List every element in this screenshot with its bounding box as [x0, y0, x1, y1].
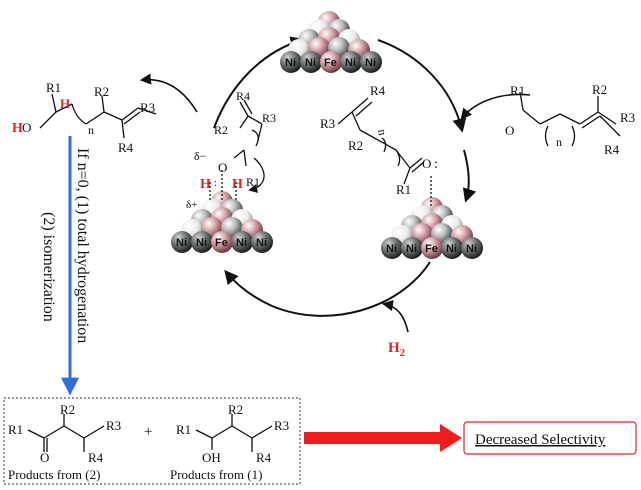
cycle-arrow-bottom [224, 261, 431, 317]
label-r4: R4 [88, 450, 104, 465]
label-r2: R2 [214, 123, 228, 137]
label-o: O [505, 123, 514, 138]
result-label: Decreased Selectivity [475, 432, 606, 448]
substrate-molecule [519, 91, 621, 147]
h2-main: H [388, 340, 400, 356]
atom-ni: Ni [196, 237, 207, 249]
result-box [463, 421, 637, 455]
label-o: O [40, 450, 49, 465]
condition-text-2: (2) isomerization [40, 212, 57, 322]
label-r3: R3 [274, 418, 289, 433]
product-alcohol-labels: R1 OH R2 R3 R4 Products from (1) [170, 402, 289, 482]
atom-ni: Ni [466, 243, 477, 255]
hydrogen-c: H [60, 96, 70, 111]
product-ketone-labels: R1 O R2 R3 R4 Products from (2) [8, 402, 121, 482]
h2-subscript: 2 [400, 347, 406, 359]
red-arrow-head [440, 424, 462, 452]
atom-fe: Fe [425, 243, 438, 255]
alcohol-product-labels: H O R1 H n R2 R3 R4 [12, 80, 155, 155]
label-r4: R4 [118, 140, 134, 155]
hydrogen-oh: H [12, 121, 23, 136]
intermediate [209, 99, 265, 200]
condition-text-1: If n=0, (1) total hydrogenation [74, 148, 91, 343]
atom-ni-3: Ni [345, 57, 356, 69]
products-from-2: Products from (2) [8, 467, 100, 482]
cycle-arrow-top-right [377, 39, 467, 133]
label-r4: R4 [236, 89, 250, 103]
atom-fe: Fe [215, 237, 228, 249]
label-r1: R1 [8, 422, 23, 437]
label-r2: R2 [94, 84, 109, 99]
h2-reagent: H2 [388, 340, 406, 359]
label-r3: R3 [106, 418, 121, 433]
catalyst-cluster-right: Ni Ni Fe Ni Ni [381, 197, 483, 259]
adsorbed-substrate [337, 97, 432, 206]
label-o: O [218, 160, 227, 175]
alcohol-product [39, 93, 157, 139]
adsorbed-substrate-labels: R3 R4 R2 n O : R1 [320, 83, 438, 197]
catalytic-cycle [213, 36, 477, 317]
label-r3: R3 [620, 110, 635, 125]
label-oh: OH [202, 450, 221, 465]
cycle-arrow-right [462, 149, 477, 203]
label-r2: R2 [592, 82, 607, 97]
label-n: n [375, 128, 390, 136]
label-r3: R3 [140, 100, 155, 115]
oxygen-label: O [22, 120, 31, 135]
label-r4: R4 [370, 83, 386, 98]
catalyst-cluster-top: Ni Ni Fe Ni Ni [280, 11, 382, 73]
label-r1: R1 [46, 80, 61, 95]
atom-ni: Ni [176, 237, 187, 249]
label-n: n [556, 135, 562, 149]
plus-sign: + [144, 424, 152, 440]
lone-pair: : [214, 178, 217, 189]
hydrogen-right: H [232, 177, 243, 192]
label-r1: R1 [176, 422, 191, 437]
arrow-product-out [139, 73, 198, 113]
h2-label: H2 [388, 340, 406, 359]
label-r1: R1 [510, 83, 525, 98]
product-ketone [27, 414, 105, 452]
delta-minus: δ− [194, 149, 207, 163]
atom-ni-4: Ni [365, 57, 376, 69]
atom-ni: Ni [446, 243, 457, 255]
label-r2: R2 [228, 402, 243, 417]
cycle-arrow-top-left [213, 36, 305, 129]
arrow-substrate-in [460, 93, 531, 120]
atom-ni: Ni [386, 243, 397, 255]
label-r4: R4 [604, 142, 620, 157]
red-arrow-shaft [304, 432, 442, 444]
label-r1: R1 [396, 182, 411, 197]
substrate-labels: R1 O n R2 R3 R4 [505, 82, 635, 157]
delta-plus: δ+ [186, 199, 197, 211]
label-n: n [88, 123, 94, 137]
hydrogen-left: H [200, 177, 211, 192]
atom-ni-2: Ni [305, 57, 316, 69]
label-r4: R4 [256, 450, 272, 465]
product-alcohol [195, 414, 273, 452]
products-box [3, 397, 301, 485]
label-o: O [422, 156, 431, 171]
label-r1: R1 [246, 175, 260, 189]
atom-ni-1: Ni [285, 57, 296, 69]
arrow-h2-in [381, 299, 409, 333]
products-from-1: Products from (1) [170, 467, 262, 482]
external-arrows [139, 73, 531, 333]
label-r3: R3 [262, 111, 276, 125]
catalyst-cluster-left: Ni Ni Fe Ni Ni [171, 191, 273, 253]
atom-ni: Ni [256, 237, 267, 249]
label-r2: R2 [60, 402, 75, 417]
label-r3: R3 [320, 116, 335, 131]
lone-pair: : [434, 157, 438, 172]
atom-ni: Ni [406, 243, 417, 255]
label-r2: R2 [348, 138, 363, 153]
atom-ni: Ni [236, 237, 247, 249]
intermediate-labels: R4 R2 R3 δ− O : H H R1 δ+ [186, 89, 276, 211]
atom-fe: Fe [324, 57, 337, 69]
